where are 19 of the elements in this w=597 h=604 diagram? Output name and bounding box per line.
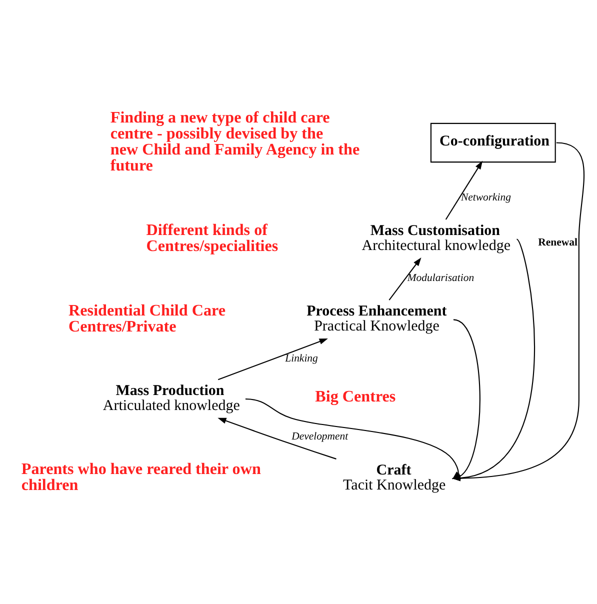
edge-label: Renewal	[538, 236, 578, 248]
label: Big Centres	[315, 388, 396, 406]
node-text: Mass Production Articulated knowledge	[102, 382, 240, 414]
edge-label: Modularisation	[407, 272, 474, 284]
arrow	[218, 417, 336, 459]
node-text: Process Enhancement Practical Knowledge	[306, 303, 447, 334]
label: Different kinds of Centres/specialities	[146, 221, 278, 255]
arrow	[388, 256, 422, 300]
node-box: Co-configuration	[430, 122, 556, 162]
label: Finding a new type of child care centre - possibly devised by the new Child and Family Agency in the future	[110, 108, 360, 174]
edge-label: Linking	[285, 352, 318, 364]
arrow	[218, 338, 328, 380]
edge-label: Development	[292, 430, 348, 442]
edge-label: Networking	[460, 191, 512, 204]
node-text: Craft Tacit Knowledge	[343, 462, 446, 493]
node-text: Mass Customisation Architectural knowledge	[362, 222, 511, 254]
label: Parents who have reared their own children	[21, 460, 261, 494]
label: Residential Child Care Centres/Private	[68, 302, 226, 335]
arrow	[445, 160, 483, 220]
